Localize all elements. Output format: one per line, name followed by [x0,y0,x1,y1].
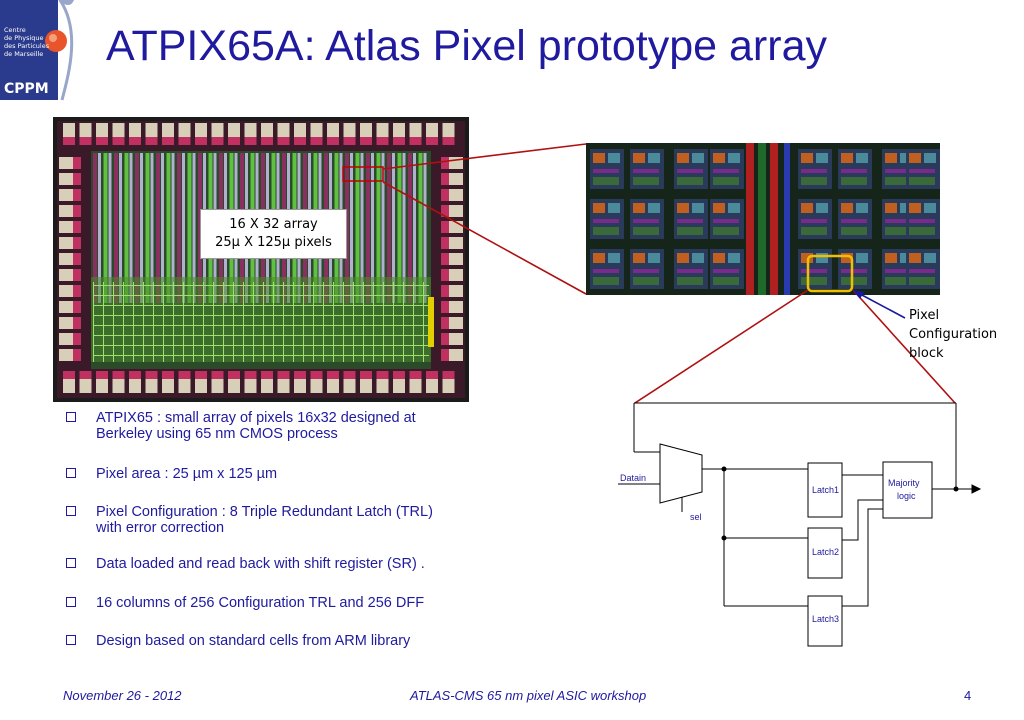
latch3-label: Latch3 [812,614,839,624]
bullet-text-3a: Pixel Configuration : 8 Triple Redundant… [96,504,433,520]
latch2-box [807,527,843,579]
sel-label: sel [690,512,702,522]
logo-line-3: des Particules [4,42,50,50]
majority-box [882,461,933,519]
arrow-line [859,293,906,319]
checkbox-bullet-icon [66,412,76,422]
zoomed-pixel-detail-image [586,143,940,295]
bullet-item: 16 columns of 256 Configuration TRL and … [62,595,532,615]
footer-page-number: 4 [964,688,972,703]
footer-event: ATLAS-CMS 65 nm pixel ASIC workshop [410,688,647,703]
latch3-box [807,595,843,647]
bullet-item: Design based on standard cells from ARM … [62,633,532,653]
bullet-item: Pixel area : 25 µm x 125 µm [62,466,532,486]
latch1-box [807,462,843,518]
pixel-config-line-3: block [909,346,944,361]
logo-line-1: Centre [4,26,26,34]
checkbox-bullet-icon [66,558,76,568]
bullet-text-5: 16 columns of 256 Configuration TRL and … [96,595,425,611]
logo-brand: CPPM [4,81,49,97]
latch2-label: Latch2 [812,547,839,557]
majority-label-1: Majority [888,478,920,488]
mux-shape [659,443,703,504]
footer-date: November 26 - 2012 [63,688,182,703]
checkbox-bullet-icon [66,635,76,645]
latch1-label: Latch1 [812,485,839,495]
bullet-item: Data loaded and read back with shift reg… [62,556,532,576]
datain-label: Datain [620,473,646,483]
array-label-line-2: 25μ X 125μ pixels [215,235,332,250]
bullet-text-2: Pixel area : 25 µm x 125 µm [96,466,278,482]
chip-layout-image [53,117,469,402]
schematic-line-left [634,289,809,404]
bullet-text-6: Design based on standard cells from ARM … [96,633,411,649]
bullet-list: ATPIX65 : small array of pixels 16x32 de… [62,410,532,653]
bullet-text-1b: Berkeley using 65 nm CMOS process [96,426,338,442]
checkbox-bullet-icon [66,506,76,516]
bullet-text-3b: with error correction [96,520,225,536]
bullet-text-1a: ATPIX65 : small array of pixels 16x32 de… [96,410,416,426]
array-label-line-1: 16 X 32 array [229,217,318,232]
checkbox-bullet-icon [66,597,76,607]
bullet-item: Pixel Configuration : 8 Triple Redundant… [62,504,532,542]
checkbox-bullet-icon [66,468,76,478]
bullet-text-4: Data loaded and read back with shift reg… [96,556,425,572]
logo-line-2: de Physique [4,34,44,42]
pixel-config-line-1: Pixel [909,308,940,323]
majority-label-2: logic [897,491,916,501]
bullet-item: ATPIX65 : small array of pixels 16x32 de… [62,410,532,448]
logo-line-4: de Marseille [4,50,43,58]
trl-schematic [618,402,982,647]
page-title: ATPIX65A: Atlas Pixel prototype array [106,22,827,70]
pixel-config-line-2: Configuration [909,327,998,342]
cppm-logo: Centre de Physique des Particules de Mar… [0,0,75,110]
array-label: 16 X 32 array 25μ X 125μ pixels [200,209,347,259]
pixel-configuration-label: Pixel Configuration block [909,306,997,363]
